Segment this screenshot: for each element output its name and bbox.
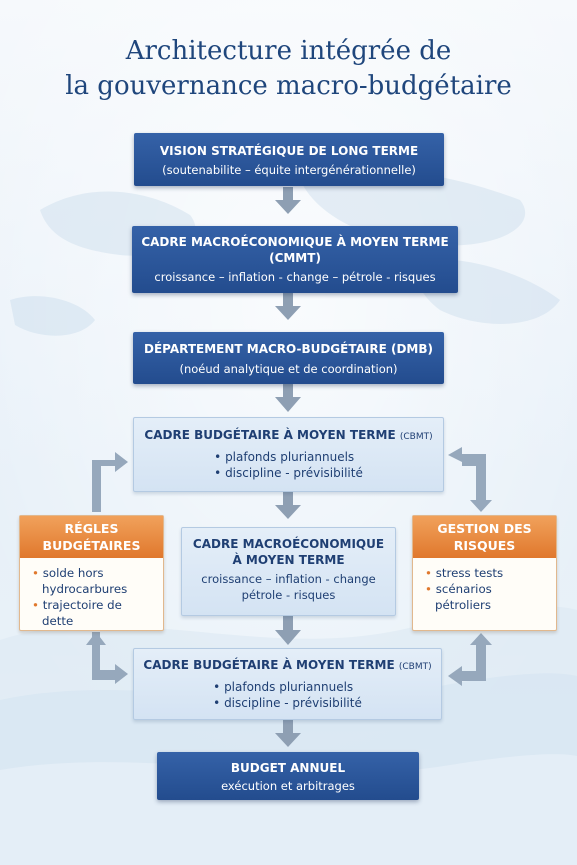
list-item: plafonds pluriannuels [214,449,363,465]
budget-subtitle: exécution et arbitrages [221,779,355,793]
page-title: Architecture intégrée de la gouvernance … [0,34,577,104]
vision-strategique-box: VISION STRATÉGIQUE DE LONG TERME (souten… [134,133,444,186]
cmmt-heading-line-2: (CMMT) [269,251,321,265]
list-item: stress tests [425,565,546,581]
regles-header: RÉGLES BUDGÉTAIRES [20,516,163,558]
cadre-center-heading-line-1: CADRE MACROÉCONOMIQUE [192,537,385,551]
cadre-center-sub-line-1: croissance – inflation - change [201,572,376,586]
list-item: discipline - prévisibilité [213,695,362,711]
list-item: discipline - prévisibilité [214,465,363,481]
budget-annuel-box: BUDGET ANNUEL exécution et arbitrages [157,752,419,800]
cmmt-subtitle: croissance – inflation - change – pétrol… [154,270,436,284]
cbmt-top-heading: CADRE BUDGÉTAIRE À MOYEN TERME [144,428,396,442]
regles-heading-line-2: BUDGÉTAIRES [42,538,141,553]
list-item: trajectoire de dette [32,597,153,629]
regles-list: solde hors hydrocarbures trajectoire de … [20,558,163,635]
regles-budgetaires-box: RÉGLES BUDGÉTAIRES solde hors hydrocarbu… [19,515,164,631]
cmmt-heading-line-1: CADRE MACROÉCONOMIQUE À MOYEN TERME [141,235,449,249]
list-item: plafonds pluriannuels [213,679,362,695]
cadre-center-sub-line-2: pétrole - risques [241,588,336,602]
cbmt-bottom-heading: CADRE BUDGÉTAIRE À MOYEN TERME [143,658,395,672]
cmmt-box: CADRE MACROÉCONOMIQUE À MOYEN TERME (CMM… [132,226,458,293]
gestion-list: stress tests scénarios pétroliers [413,558,556,619]
list-item: scénarios pétroliers [425,581,546,613]
gestion-heading-line-1: GESTION DES [437,521,532,536]
cbmt-bottom-note: (CBMT) [398,662,432,672]
title-line-1: Architecture intégrée de [125,36,452,66]
cbmt-box-bottom: CADRE BUDGÉTAIRE À MOYEN TERME (CBMT) pl… [133,648,442,720]
cbmt-top-list: plafonds pluriannuels discipline - prévi… [214,449,363,481]
gestion-risques-box: GESTION DES RISQUES stress tests scénari… [412,515,557,631]
vision-subtitle: (soutenabilite – équite intergénérationn… [162,163,416,177]
cbmt-box-top: CADRE BUDGÉTAIRE À MOYEN TERME (CBMT) pl… [133,417,444,492]
vision-heading: VISION STRATÉGIQUE DE LONG TERME [159,144,419,158]
title-line-2: la gouvernance macro-budgétaire [65,71,512,101]
gestion-header: GESTION DES RISQUES [413,516,556,558]
dmb-subtitle: (noéud analytique et de coordination) [179,362,398,376]
regles-heading-line-1: RÉGLES [64,521,119,536]
list-item: solde hors hydrocarbures [32,565,153,597]
budget-heading: BUDGET ANNUEL [230,761,346,775]
dmb-heading: DÉPARTEMENT MACRO-BUDGÉTAIRE (DMB) [144,342,433,356]
cbmt-bottom-list: plafonds pluriannuels discipline - prévi… [213,679,362,711]
cbmt-top-note: (CBMT) [399,432,433,442]
cadre-macro-center-box: CADRE MACROÉCONOMIQUE À MOYEN TERME croi… [181,527,396,616]
cadre-center-heading-line-2: À MOYEN TERME [232,553,345,567]
gestion-heading-line-2: RISQUES [453,538,516,553]
dmb-box: DÉPARTEMENT MACRO-BUDGÉTAIRE (DMB) (noéu… [133,332,444,384]
